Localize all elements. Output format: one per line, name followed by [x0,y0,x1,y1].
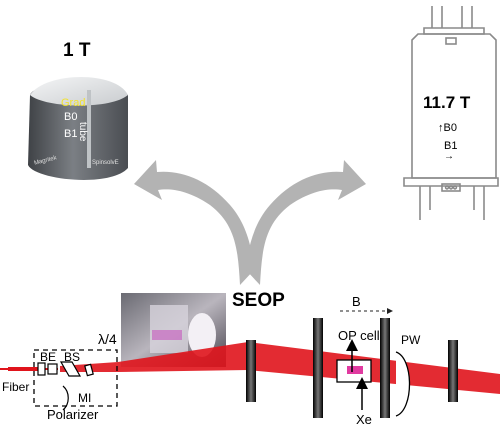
b1-arrow-right: → [444,151,454,162]
fiber-label: Fiber [2,380,30,394]
benchtop-magnet [28,76,128,180]
pw-lens [395,351,411,417]
superconducting-magnet [403,6,499,220]
b1-label-left: B1 [64,128,78,140]
b0-label-left: B0 [64,111,78,123]
split-arrows [134,160,366,285]
polarizer-box [33,349,118,407]
coil-3 [380,318,390,418]
quarter-wave-label: λ/4 [98,331,117,347]
be-label: BE [40,350,57,364]
polarizer-label: Polarizer [47,407,99,422]
coil-set [246,318,458,418]
tube-label: tube [77,122,88,142]
tube-slot [87,90,91,168]
polarizer-optics [37,361,94,411]
b1-label-right: B1 [444,140,458,152]
xe-label: Xe [356,412,372,427]
op-cell-glass [347,366,363,374]
grad-label: Grad [61,97,86,109]
op-cell-label: OP cell [338,328,380,343]
b-field-label: B [352,294,361,309]
beam-splitter [59,361,82,377]
coil-2 [313,318,323,418]
coil-1 [246,340,256,402]
op-cell [336,339,372,410]
pw-label: PW [401,333,421,347]
model-text: SpinsolvE [92,160,119,166]
mi-label: MI [78,391,92,405]
field-label-11-7t: 11.7 T [423,93,471,112]
coil-4 [448,340,458,402]
field-label-1t: 1 T [63,40,91,61]
b0-label-right: ↑B0 [438,122,457,134]
bs-label: BS [64,350,81,364]
seop-label: SEOP [232,290,285,311]
waveplate [84,363,94,377]
mirror [62,385,69,411]
